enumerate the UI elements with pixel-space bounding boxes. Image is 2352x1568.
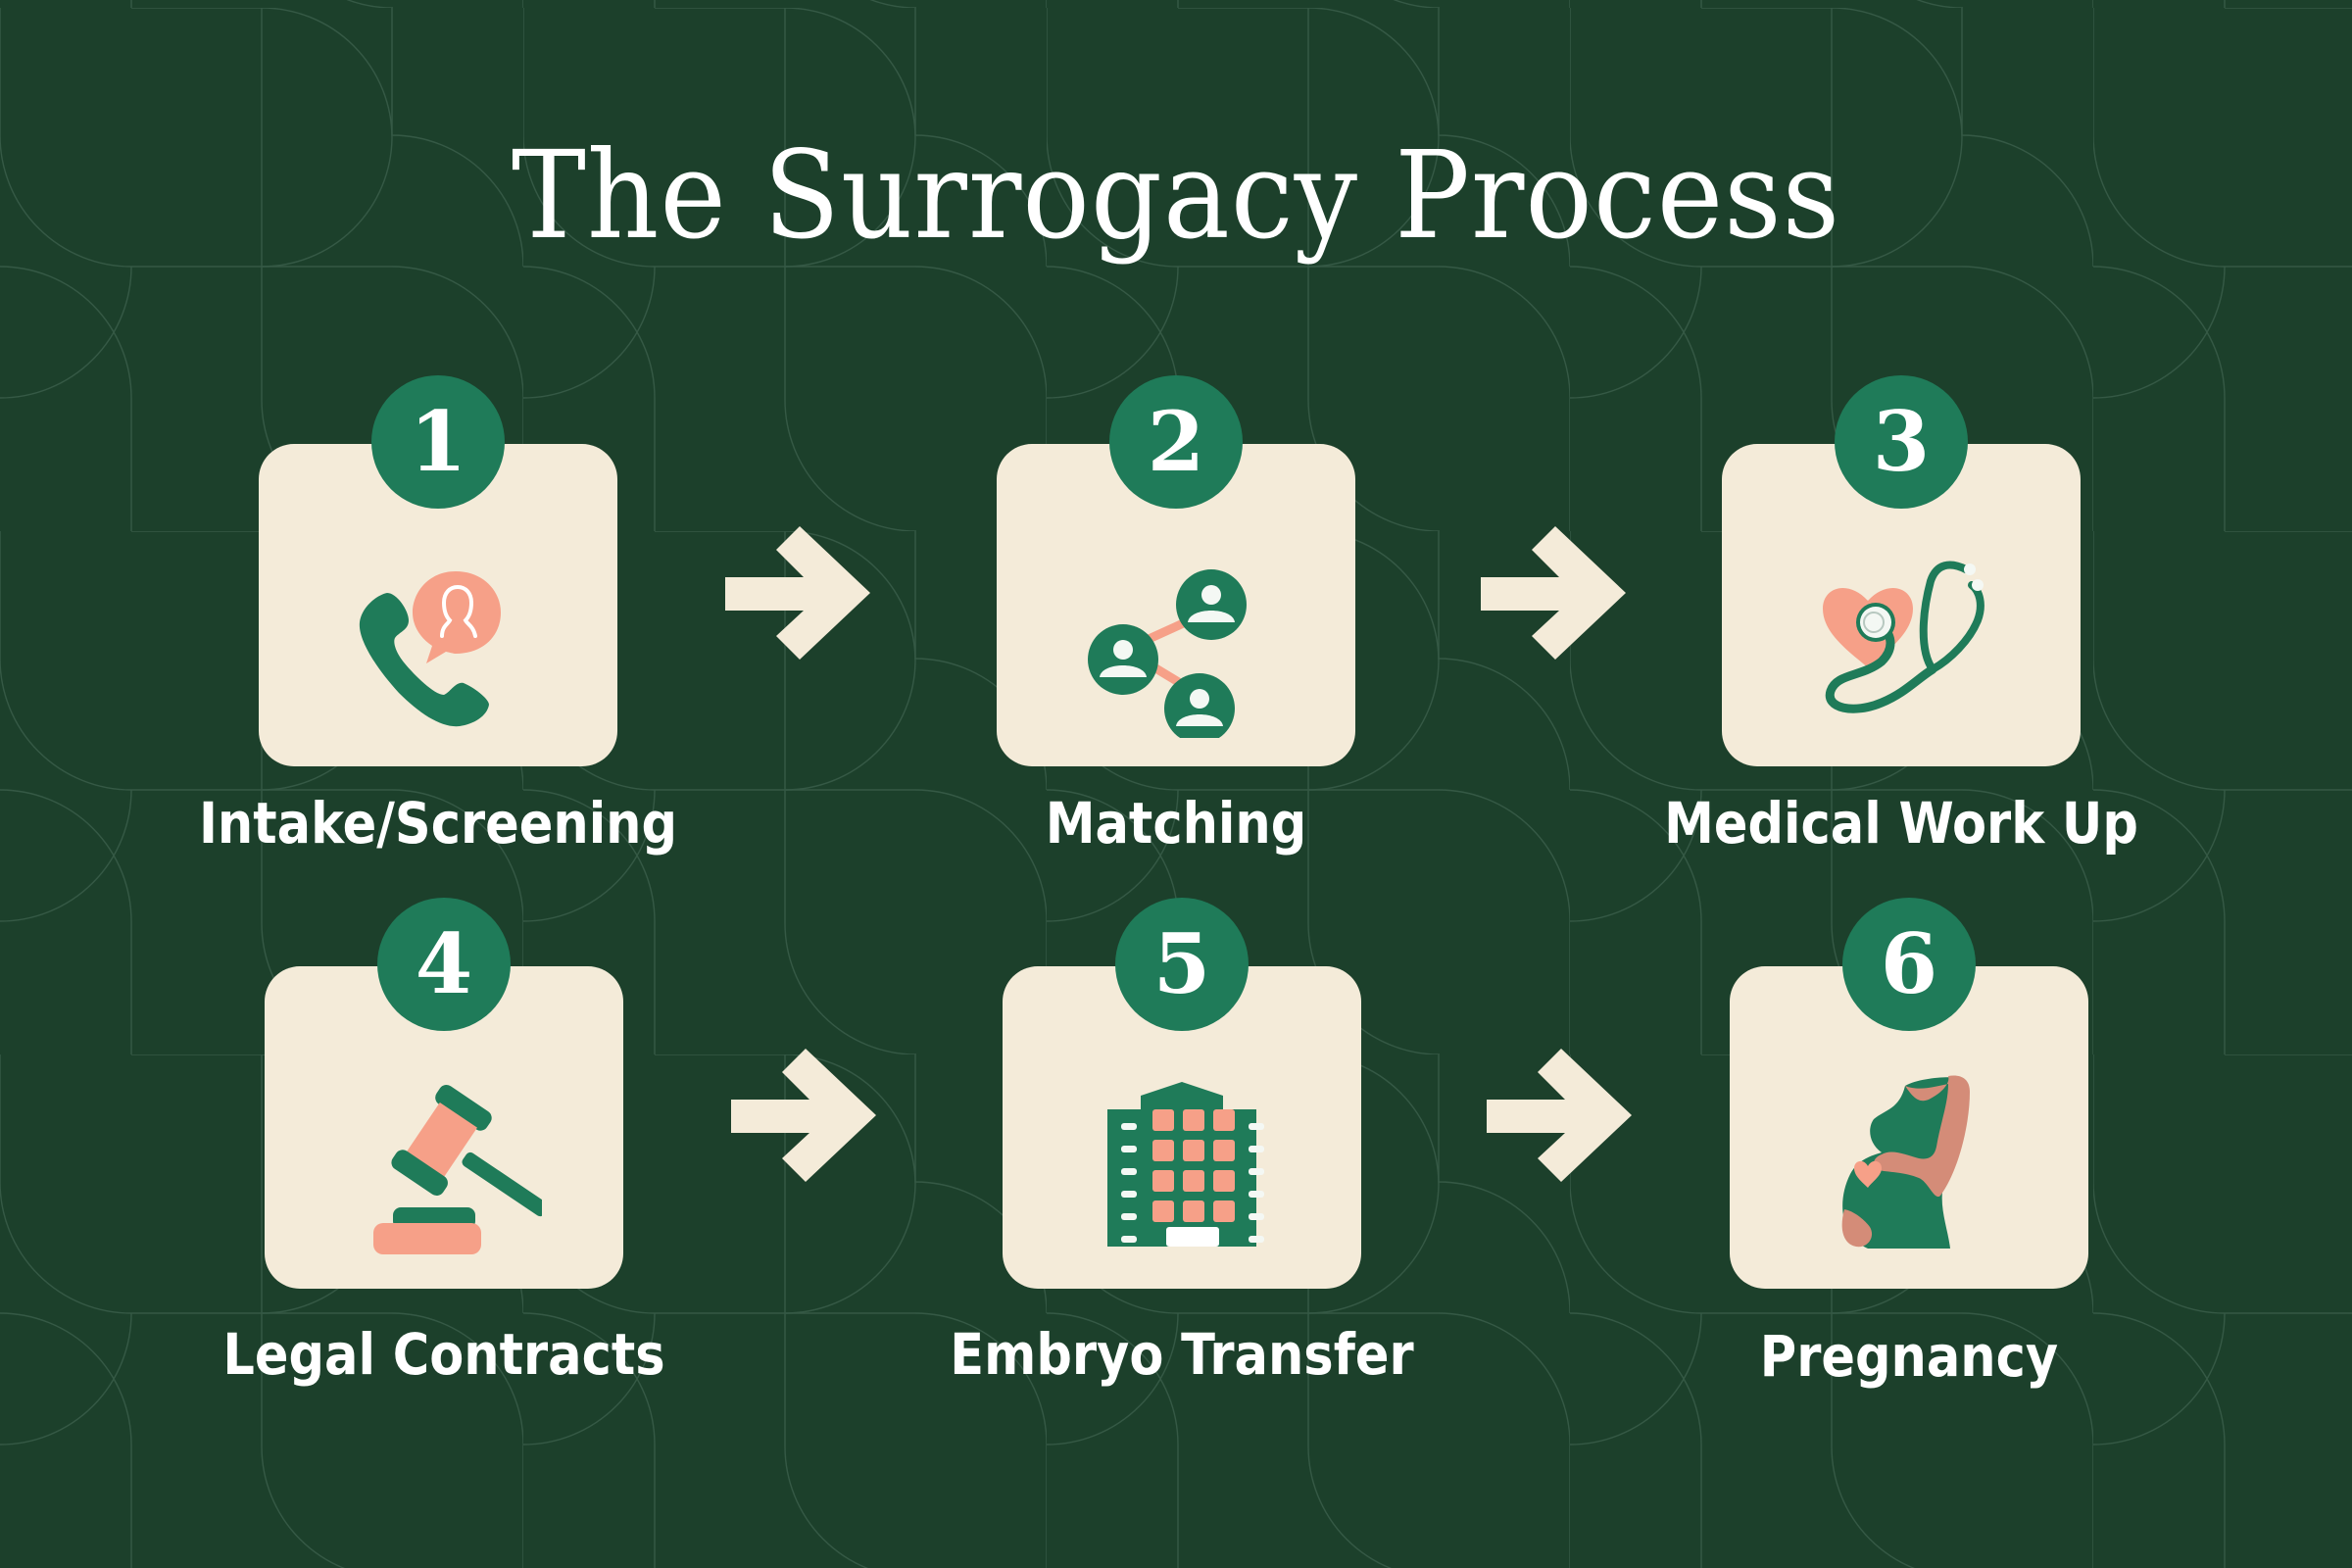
person-node xyxy=(1164,673,1235,738)
step-label-4: Legal Contracts xyxy=(222,1321,665,1388)
arrow-right-icon xyxy=(731,1049,876,1182)
step-card-5: 5 xyxy=(1003,898,1361,1289)
gavel-icon xyxy=(373,1084,542,1254)
arrow-right-icon xyxy=(725,526,870,660)
step-card-4: 4 xyxy=(265,898,623,1289)
step-number-badge: 1 xyxy=(371,375,505,509)
step-card-2: 2 xyxy=(997,375,1355,766)
step-card-1: 1 xyxy=(259,375,617,766)
people-network-icon xyxy=(1088,569,1247,738)
step-number-badge: 2 xyxy=(1109,375,1243,509)
arrow-right-icon xyxy=(1481,526,1626,660)
stethoscope-heart-icon xyxy=(1823,561,1984,713)
step-number-badge: 5 xyxy=(1115,898,1249,1031)
step-label-1: Intake/Screening xyxy=(198,790,678,857)
step-number-badge: 4 xyxy=(377,898,511,1031)
hospital-building-icon xyxy=(1107,1082,1264,1247)
pregnant-woman-icon xyxy=(1841,1075,1970,1249)
phone-chat-icon xyxy=(359,571,501,727)
step-label-6: Pregnancy xyxy=(1759,1323,2059,1390)
step-label-3: Medical Work Up xyxy=(1664,790,2138,857)
step-number-badge: 6 xyxy=(1842,898,1976,1031)
step-number-badge: 3 xyxy=(1835,375,1968,509)
step-card-6: 6 xyxy=(1730,898,2088,1289)
step-label-2: Matching xyxy=(1045,790,1307,857)
step-card-3: 3 xyxy=(1722,375,2081,766)
arrow-right-icon xyxy=(1487,1049,1632,1182)
person-node xyxy=(1176,569,1247,640)
step-label-5: Embryo Transfer xyxy=(950,1321,1414,1388)
person-node xyxy=(1088,624,1158,695)
page-title: The Surrogacy Process xyxy=(511,125,1841,267)
